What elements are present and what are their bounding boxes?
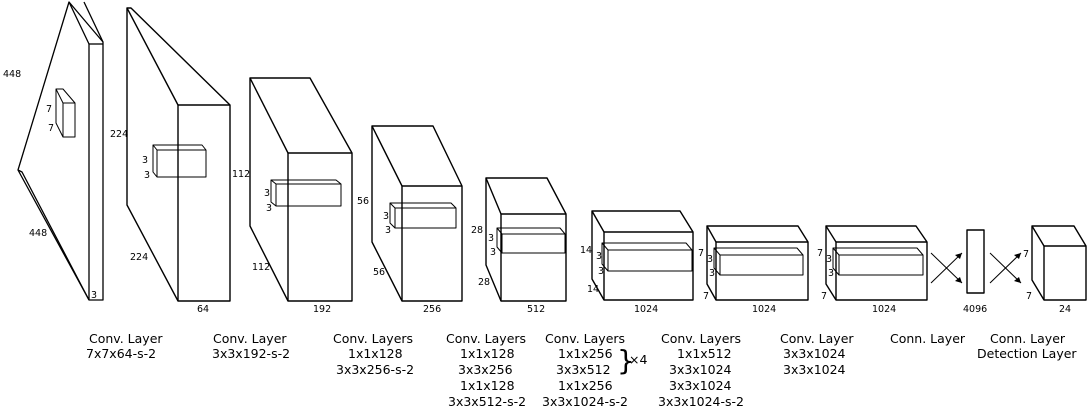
block5-kernel-h-label: 3 [596, 251, 602, 262]
caption-block4-line5: 3x3x1024-s-2 [542, 394, 628, 409]
fc-vector [966, 229, 985, 294]
output-height-label: 7 [1023, 249, 1029, 260]
caption-block7-line1: Conn. Layer [890, 331, 966, 346]
fc-connection-arrows-1 [930, 252, 963, 284]
block4-volume [485, 177, 567, 302]
caption-block5-line5: 3x3x1024-s-2 [658, 394, 744, 409]
caption-block4-line4: 1x1x256 [558, 378, 613, 393]
block3-height-label: 56 [357, 196, 369, 207]
block1-volume [126, 7, 231, 302]
output-width-label: 7 [1026, 291, 1032, 302]
block5-width-label: 14 [587, 284, 599, 295]
caption-block4-line1: Conv. Layers [545, 331, 625, 346]
input-width-label: 448 [29, 228, 47, 239]
caption-block6-line3: 3x3x1024 [783, 362, 846, 377]
block4-kernel-w-label: 3 [490, 247, 496, 258]
block4-kernel-h-label: 3 [488, 233, 494, 244]
input-kernel-w-label: 7 [48, 123, 54, 134]
block7-volume [825, 225, 928, 301]
caption-block5-line4: 3x3x1024 [669, 378, 732, 393]
block7-kernel-w-label: 3 [828, 268, 834, 279]
block2-depth-label: 192 [313, 304, 331, 315]
block2-height-label: 112 [232, 169, 250, 180]
block5-volume [591, 210, 694, 301]
repeat-multiplier: ×4 [629, 352, 647, 367]
repeat-brace: } [617, 344, 635, 377]
block7-kernel-h-label: 3 [826, 254, 832, 265]
block6-kernel-h-label: 3 [707, 254, 713, 265]
caption-block2-line3: 3x3x256-s-2 [336, 362, 414, 377]
block7-height-label: 7 [817, 248, 823, 259]
input-height-label: 448 [3, 69, 21, 80]
caption-block1-line2: 3x3x192-s-2 [212, 346, 290, 361]
block5-depth-label: 1024 [634, 304, 658, 315]
block2-width-label: 112 [252, 262, 270, 273]
block4-depth-label: 512 [527, 304, 545, 315]
caption-block3-line5: 3x3x512-s-2 [448, 394, 526, 409]
block6-height-label: 7 [698, 248, 704, 259]
block3-volume [371, 125, 463, 302]
block7-width-label: 7 [821, 291, 827, 302]
block3-width-label: 56 [373, 267, 385, 278]
input-depth-label: 3 [91, 290, 97, 301]
block2-kernel-h-label: 3 [264, 188, 270, 199]
block1-kernel-h-label: 3 [142, 155, 148, 166]
block5-kernel-w-label: 3 [598, 266, 604, 277]
caption-block5-line3: 3x3x1024 [669, 362, 732, 377]
caption-fc-line2: Detection Layer [977, 346, 1077, 361]
caption-block4-line3: 3x3x512 [556, 362, 611, 377]
caption-block3-line2: 1x1x128 [460, 346, 515, 361]
block3-kernel-w-label: 3 [385, 225, 391, 236]
caption-fc-line1: Conn. Layer [990, 331, 1066, 346]
caption-block5-line2: 1x1x512 [677, 346, 732, 361]
input-kernel-h-label: 7 [46, 104, 52, 115]
block1-kernel-w-label: 3 [144, 170, 150, 181]
block2-kernel-w-label: 3 [266, 203, 272, 214]
caption-block4-line2: 1x1x256 [558, 346, 613, 361]
block4-width-label: 28 [478, 277, 490, 288]
block5-height-label: 14 [580, 245, 592, 256]
caption-input-line1: Conv. Layer [89, 331, 163, 346]
caption-block6-line2: 3x3x1024 [783, 346, 846, 361]
caption-block2-line2: 1x1x128 [348, 346, 403, 361]
caption-input-line2: 7x7x64-s-2 [86, 346, 156, 361]
output-volume [1031, 225, 1087, 301]
block1-depth-label: 64 [197, 304, 209, 315]
caption-block3-line1: Conv. Layers [446, 331, 526, 346]
caption-block5-line1: Conv. Layers [661, 331, 741, 346]
caption-block1-line1: Conv. Layer [213, 331, 287, 346]
block6-volume [706, 225, 809, 301]
caption-block3-line3: 3x3x256 [458, 362, 513, 377]
block4-height-label: 28 [471, 225, 483, 236]
block7-depth-label: 1024 [872, 304, 896, 315]
input-volume [17, 1, 104, 301]
fc-vector-size-label: 4096 [963, 304, 987, 315]
block6-width-label: 7 [703, 291, 709, 302]
output-depth-label: 24 [1059, 304, 1071, 315]
block1-width-label: 224 [130, 252, 148, 263]
caption-block6-line1: Conv. Layer [780, 331, 854, 346]
block6-kernel-w-label: 3 [709, 268, 715, 279]
caption-block2-line1: Conv. Layers [333, 331, 413, 346]
caption-block3-line4: 1x1x128 [460, 378, 515, 393]
fc-connection-arrows-2 [989, 252, 1022, 284]
block6-depth-label: 1024 [752, 304, 776, 315]
block3-kernel-h-label: 3 [383, 211, 389, 222]
block3-depth-label: 256 [423, 304, 441, 315]
block1-height-label: 224 [110, 129, 128, 140]
block2-volume [249, 77, 353, 302]
